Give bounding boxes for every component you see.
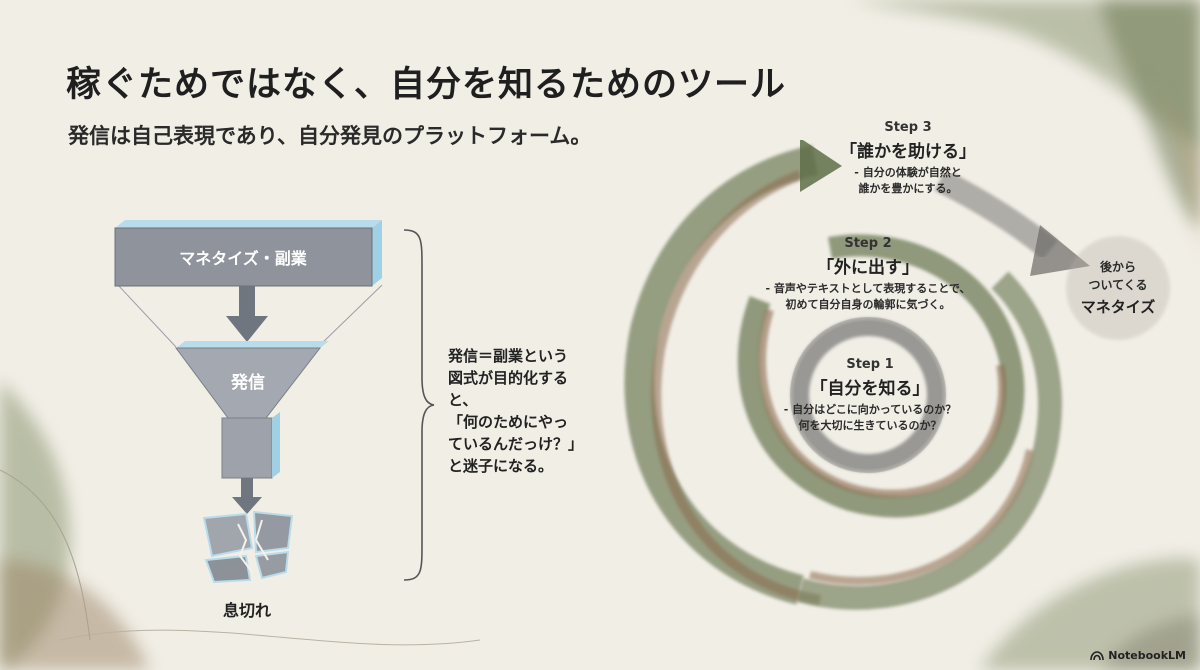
step-label: Step 1 xyxy=(846,357,894,372)
step-label: Step 3 xyxy=(884,120,932,135)
funnel-note: 発信＝副業という 図式が目的化する と、 「何のためにやっ ているんだっけ？」 … xyxy=(448,345,598,477)
step-3: Step 3 「誰かを助ける」 - 自分の体験が自然と 誰かを豊かにする。 xyxy=(818,120,998,197)
step-1: Step 1 「自分を知る」 - 自分はどこに向かっているのか？ 何を大切に生き… xyxy=(760,357,980,434)
step-2: Step 2 「外に出す」 - 音声やテキストとして表現することで、 初めて自分… xyxy=(748,236,988,313)
growth-spiral xyxy=(624,140,1170,610)
step-heading: 「誰かを助ける」 xyxy=(840,142,976,162)
monetize-label: 後から ついてくる マネタイズ xyxy=(1068,258,1168,317)
brand-name: NotebookLM xyxy=(1108,649,1186,662)
funnel-middle-label: 発信 xyxy=(230,372,265,393)
step-heading: 「自分を知る」 xyxy=(810,379,930,399)
brand-watermark: NotebookLM xyxy=(1090,649,1186,662)
step-heading: 「外に出す」 xyxy=(817,258,919,278)
monetize-main: マネタイズ xyxy=(1080,298,1156,316)
spiral-arrowhead xyxy=(800,140,842,192)
step-label: Step 2 xyxy=(844,236,892,251)
monetize-pre-line: ついてくる xyxy=(1088,278,1148,292)
broken-cube-icon xyxy=(202,510,294,584)
note-line: 「何のためにやっ xyxy=(448,413,569,431)
note-line: と迷子になる。 xyxy=(448,457,554,475)
note-line: 発信＝副業という xyxy=(448,347,569,365)
funnel-guide-line xyxy=(317,284,383,348)
funnel-guide-line xyxy=(117,284,177,348)
funnel-bottom-label: 息切れ xyxy=(223,601,271,620)
monetize-circle xyxy=(1066,236,1170,340)
curly-brace-icon xyxy=(403,229,435,581)
funnel-arrow-down xyxy=(226,286,268,342)
funnel-top-box xyxy=(114,220,382,287)
page-subtitle: 発信は自己表現であり、自分発見のプラットフォーム。 xyxy=(68,124,592,148)
note-line: と、 xyxy=(448,391,478,409)
inner-ring xyxy=(791,318,945,472)
funnel-body xyxy=(175,341,329,479)
note-line: ているんだっけ？」 xyxy=(448,435,584,453)
funnel-arrow-small xyxy=(232,478,262,514)
funnel-diagram: マネタイズ・副業 発信 息切れ xyxy=(114,220,383,620)
page-title: 稼ぐためではなく、自分を知るためのツール xyxy=(66,65,787,105)
step-description: - 自分はどこに向かっているのか？ 何を大切に生きているのか？ xyxy=(783,403,957,432)
step-description: - 音声やテキストとして表現することで、 初めて自分自身の輪郭に気づく。 xyxy=(765,282,971,311)
note-line: 図式が目的化する xyxy=(448,369,569,387)
funnel-top-label: マネタイズ・副業 xyxy=(179,249,308,268)
monetize-pre-line: 後から xyxy=(1099,260,1136,274)
notebooklm-icon xyxy=(1090,650,1105,660)
step-description: - 自分の体験が自然と 誰かを豊かにする。 xyxy=(854,166,962,195)
middle-ring xyxy=(737,234,1025,518)
